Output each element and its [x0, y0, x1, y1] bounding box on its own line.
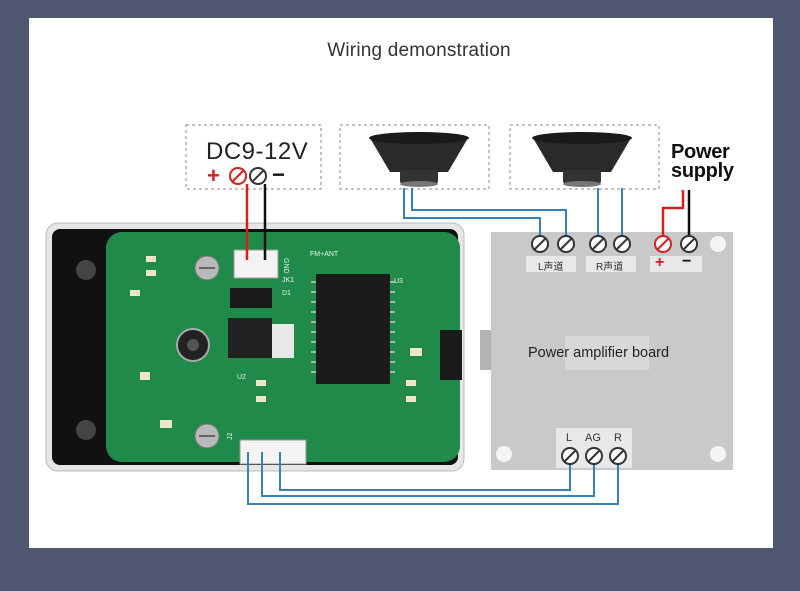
- wire-speaker-left-a: [403, 188, 541, 243]
- regulator-label: U2: [237, 374, 246, 381]
- diode-label: D1: [282, 290, 291, 297]
- mp3-module: U3 U2 D1 JK1 FM+ANT GND J2: [45, 222, 465, 472]
- terminal-icon: [613, 235, 631, 253]
- dc-plus-sign: +: [207, 163, 220, 188]
- power-supply-line2: supply: [671, 160, 734, 182]
- amp-terminals: [531, 235, 698, 465]
- mount-hole-icon: [710, 446, 726, 462]
- left-channel-label: L声道: [538, 262, 564, 273]
- terminal-icon: [680, 235, 698, 253]
- mount-hole-icon: [76, 420, 96, 440]
- diode: [230, 288, 272, 308]
- wire-psu-positive: [661, 190, 685, 243]
- regulator: [228, 318, 272, 358]
- dc-voltage-label: DC9-12V: [206, 138, 309, 165]
- speaker-left-icon: [369, 132, 469, 187]
- mount-hole-icon: [710, 236, 726, 252]
- wire-signal-r: [247, 452, 619, 505]
- jack-label: JK1: [282, 277, 294, 284]
- terminal-icon: [585, 447, 603, 465]
- wire-signal-l: [279, 452, 571, 491]
- right-channel-label: R声道: [596, 262, 624, 273]
- input-terminal-r: R: [614, 432, 622, 444]
- power-supply-line1: Power: [671, 141, 730, 163]
- terminal-icon: [609, 447, 627, 465]
- terminal-icon: [561, 447, 579, 465]
- input-terminal-ag: AG: [585, 432, 601, 444]
- speaker-right-box: [509, 124, 660, 190]
- mount-hole-icon: [496, 446, 512, 462]
- psu-plus-sign: +: [655, 254, 665, 271]
- input-terminal-l: L: [566, 432, 573, 444]
- power-header: [233, 249, 279, 279]
- power-supply-label: Power supply: [671, 141, 734, 182]
- amplifier-board: [480, 232, 733, 470]
- mount-hole-icon: [76, 260, 96, 280]
- speaker-left-box: [339, 124, 490, 190]
- wire-signal-ag: [261, 452, 595, 497]
- main-chip: [316, 274, 390, 384]
- dc-terminal-icons: [229, 167, 267, 185]
- terminal-icon: [589, 235, 607, 253]
- terminal-icon: [531, 235, 549, 253]
- gnd-label: GND: [282, 258, 289, 274]
- output-header: [239, 439, 307, 465]
- out-header-label: J2: [227, 433, 234, 441]
- terminal-icon: [557, 235, 575, 253]
- terminal-icon: [654, 235, 672, 253]
- dc-input-box: [185, 124, 322, 190]
- wire-speaker-left-b: [411, 188, 567, 243]
- amplifier-label: Power amplifier board: [528, 345, 670, 361]
- chip-label: U3: [394, 278, 403, 285]
- antenna-label: FM+ANT: [310, 251, 339, 258]
- speaker-right-icon: [532, 132, 632, 187]
- dc-minus-sign: −: [272, 162, 285, 187]
- page-title: Wiring demonstration: [327, 40, 511, 61]
- psu-minus-sign: −: [682, 253, 692, 270]
